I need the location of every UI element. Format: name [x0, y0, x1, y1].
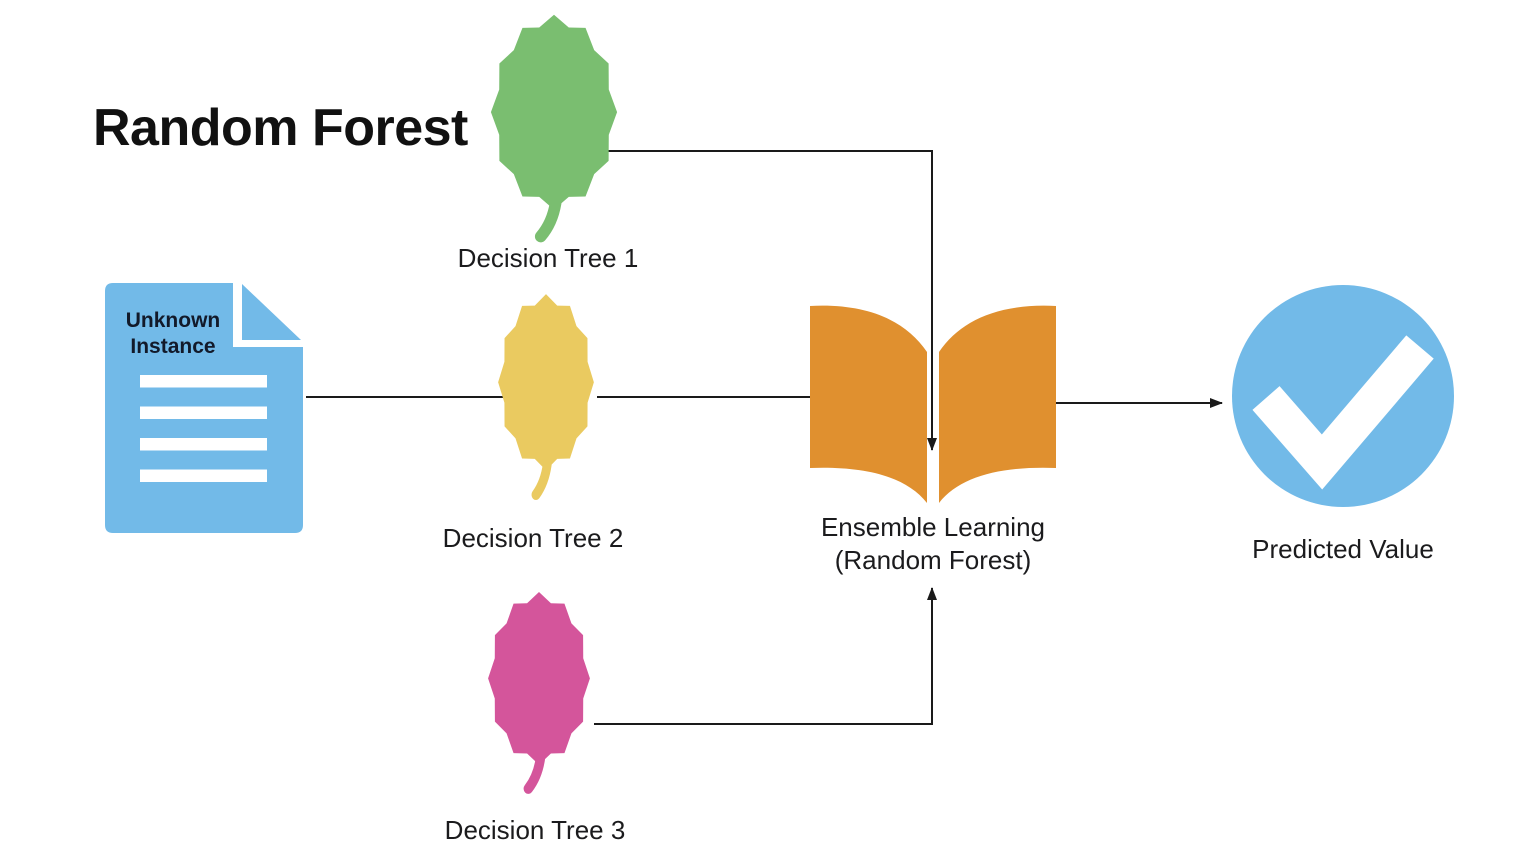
decision-tree-2-leaf-icon	[498, 294, 594, 495]
checkmark	[1252, 335, 1434, 490]
connector-arrows	[306, 150, 1223, 725]
decision-tree-3-leaf-icon	[488, 592, 590, 789]
book-right-page	[939, 305, 1056, 503]
decision-tree-2-label: Decision Tree 2	[442, 523, 624, 553]
arrow-tree1-to-ensemble	[604, 150, 937, 451]
document-folded-corner	[242, 284, 301, 340]
unknown-instance-label-line2: Instance	[130, 335, 216, 358]
decision-tree-1-label: Decision Tree 1	[457, 243, 639, 273]
ensemble-learning-label-line2: (Random Forest)	[834, 545, 1032, 575]
ensemble-learning-book-icon	[810, 305, 1056, 503]
predicted-value-check-icon	[1232, 285, 1454, 507]
unknown-instance-label: Unknown Instance	[100, 308, 246, 360]
page-title: Random Forest	[93, 99, 468, 157]
decision-tree-3-label: Decision Tree 3	[444, 815, 626, 845]
arrow-tree3-to-ensemble	[594, 587, 937, 725]
predicted-value-label: Predicted Value	[1252, 534, 1434, 564]
ensemble-learning-label-line1: Ensemble Learning	[820, 512, 1046, 542]
document-text-lines	[140, 375, 267, 482]
unknown-instance-label-line1: Unknown	[125, 309, 221, 332]
unknown-instance-document-icon	[105, 283, 303, 533]
ensemble-learning-label: Ensemble Learning (Random Forest)	[783, 511, 1083, 577]
book-left-page	[810, 305, 927, 503]
